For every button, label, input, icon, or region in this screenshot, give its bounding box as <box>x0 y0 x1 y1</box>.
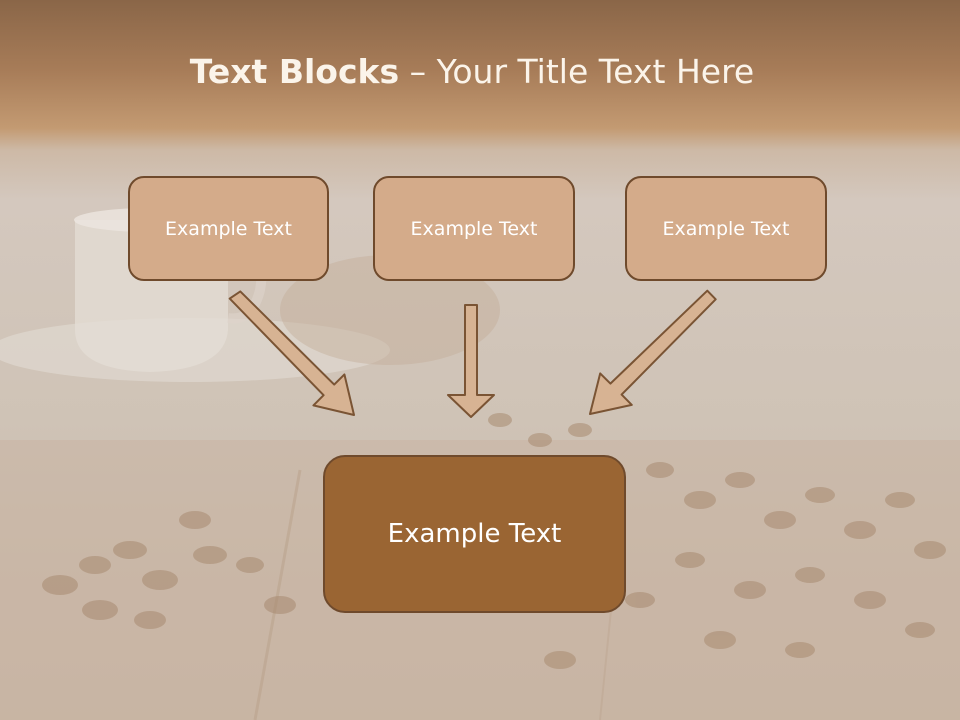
title-bold: Text Blocks <box>189 52 400 91</box>
arrow-left <box>228 290 355 416</box>
text-box-2[interactable]: Example Text <box>373 176 575 281</box>
main-text-box-label: Example Text <box>387 519 562 549</box>
arrow-right <box>589 289 717 415</box>
title-rest: – Your Title Text Here <box>399 52 755 91</box>
text-box-2-label: Example Text <box>410 217 538 240</box>
text-box-1[interactable]: Example Text <box>128 176 329 281</box>
main-text-box[interactable]: Example Text <box>323 455 626 613</box>
arrow-center <box>447 304 495 418</box>
text-box-3-label: Example Text <box>662 217 790 240</box>
text-box-1-label: Example Text <box>165 217 292 240</box>
text-box-3[interactable]: Example Text <box>625 176 827 281</box>
slide-title: Text Blocks – Your Title Text Here <box>0 52 944 91</box>
